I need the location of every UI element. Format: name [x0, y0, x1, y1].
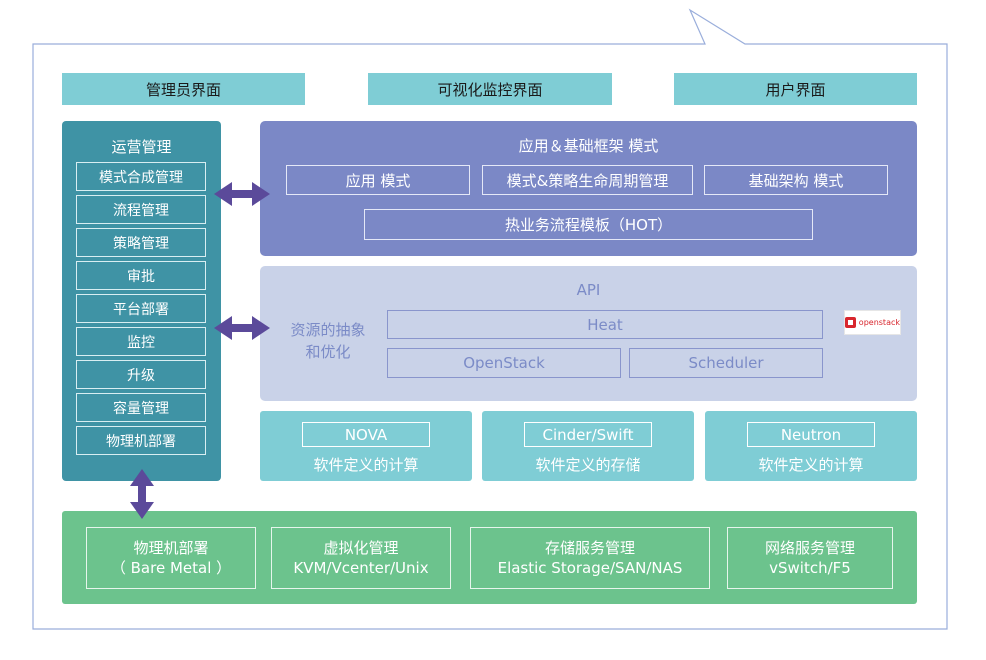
monitor-interface-bar: 可视化监控界面 [368, 73, 612, 105]
openstack-box: OpenStack [387, 348, 621, 378]
api-title: API [576, 281, 601, 299]
hot-template-box: 热业务流程模板（HOT） [364, 209, 813, 240]
nova-caption: 软件定义的计算 [313, 456, 419, 474]
ops-item-pattern-compose: 模式合成管理 [76, 162, 206, 191]
app-pattern-box: 应用 模式 [286, 165, 470, 195]
baremetal-subtitle: （ Bare Metal ） [110, 559, 232, 577]
user-interface-bar: 用户界面 [674, 73, 917, 105]
app-framework-panel [260, 121, 917, 256]
network-service-title: 网络服务管理 [764, 539, 855, 557]
monitor-interface-label: 可视化监控界面 [437, 80, 543, 99]
cinder-swift-box: Cinder/Swift [524, 422, 652, 447]
lifecycle-box: 模式&策略生命周期管理 [482, 165, 693, 195]
ops-item-approval: 审批 [76, 261, 206, 290]
virtualization-box: 虚拟化管理 KVM/Vcenter/Unix [271, 527, 451, 589]
storage-service-subtitle: Elastic Storage/SAN/NAS [497, 559, 683, 577]
app-framework-title: 应用＆基础框架 模式 [518, 137, 659, 155]
heat-box: Heat [387, 310, 823, 339]
admin-interface-label: 管理员界面 [145, 80, 221, 99]
resource-abstraction-line2: 和优化 [305, 343, 351, 361]
ops-item-process: 流程管理 [76, 195, 206, 224]
ops-item-policy: 策略管理 [76, 228, 206, 257]
user-interface-label: 用户界面 [765, 80, 826, 99]
storage-service-box: 存储服务管理 Elastic Storage/SAN/NAS [470, 527, 710, 589]
api-panel [260, 266, 917, 401]
admin-interface-bar: 管理员界面 [62, 73, 305, 105]
ops-item-upgrade: 升级 [76, 360, 206, 389]
openstack-logo-text: openstack [858, 318, 900, 327]
resource-abstraction-line1: 资源的抽象 [290, 321, 366, 339]
ops-item-platform-deploy: 平台部署 [76, 294, 206, 323]
scheduler-box: Scheduler [629, 348, 823, 378]
openstack-logo-icon [845, 317, 856, 328]
storage-service-title: 存储服务管理 [544, 539, 635, 557]
ops-item-capacity: 容量管理 [76, 393, 206, 422]
baremetal-box: 物理机部署 （ Bare Metal ） [86, 527, 256, 589]
neutron-caption: 软件定义的计算 [758, 456, 864, 474]
ops-item-baremetal-deploy: 物理机部署 [76, 426, 206, 455]
virtualization-title: 虚拟化管理 [323, 539, 399, 557]
ops-title: 运营管理 [111, 138, 172, 156]
ops-item-monitor: 监控 [76, 327, 206, 356]
nova-box: NOVA [302, 422, 430, 447]
network-service-subtitle: vSwitch/F5 [769, 559, 851, 577]
openstack-logo: openstack [844, 310, 901, 335]
network-service-box: 网络服务管理 vSwitch/F5 [727, 527, 893, 589]
baremetal-title: 物理机部署 [133, 539, 209, 557]
storage-caption: 软件定义的存储 [535, 456, 641, 474]
infra-pattern-box: 基础架构 模式 [704, 165, 888, 195]
virtualization-subtitle: KVM/Vcenter/Unix [293, 559, 429, 577]
neutron-box: Neutron [747, 422, 875, 447]
